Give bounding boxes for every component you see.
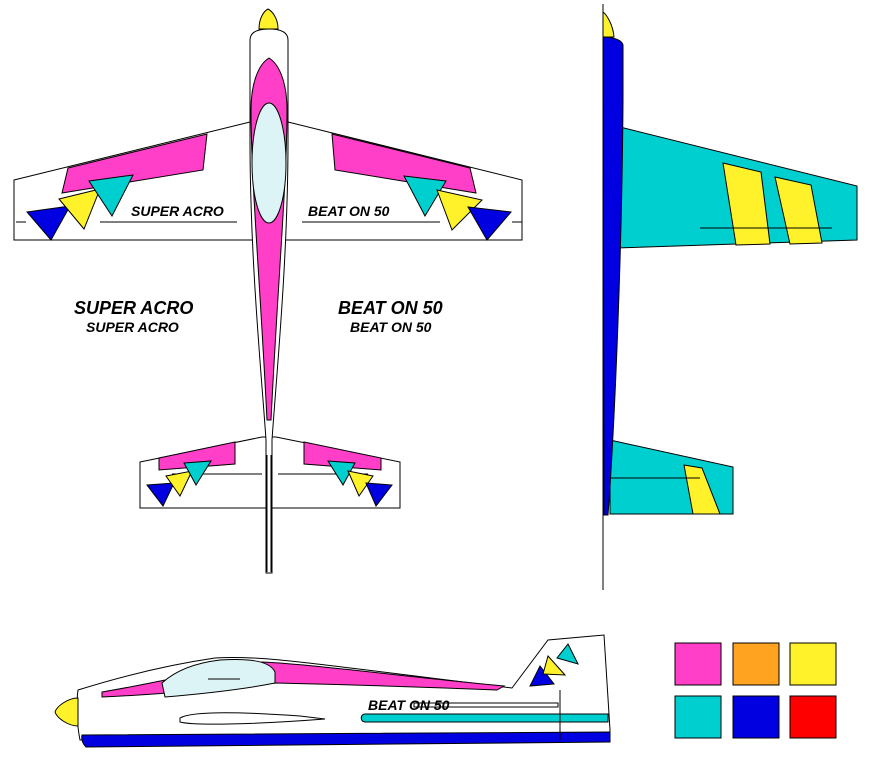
right-wing-yellow-triangle: [436, 189, 483, 231]
right-wing-magenta-band: [331, 133, 477, 194]
swatch-red: [789, 695, 837, 739]
top-wing-right-label: BEAT ON 50: [308, 203, 390, 219]
underside-wing-yellow-stripe-2: [774, 176, 823, 245]
underside-fuselage-blue: [602, 36, 624, 516]
left-stab-cyan-triangle: [183, 460, 212, 486]
top-view-spinner: [258, 8, 279, 30]
left-wing-magenta-band: [61, 133, 208, 194]
swatch-orange: [732, 642, 780, 686]
right-wing-blue-triangle: [467, 206, 512, 241]
top-view-canopy: [251, 102, 287, 224]
left-stab-blue-triangle: [146, 482, 175, 507]
side-view-wing-airfoil: [179, 712, 326, 725]
small-super-acro-label: SUPER ACRO: [86, 319, 179, 335]
swatch-magenta: [674, 642, 722, 686]
big-super-acro-label: SUPER ACRO: [74, 298, 193, 318]
left-stab-magenta-band: [158, 441, 236, 471]
side-view-cyan-stripe: [360, 713, 609, 723]
right-wing-cyan-triangle: [403, 175, 447, 218]
right-stab-magenta-band: [303, 441, 382, 471]
left-stab-yellow-triangle: [165, 470, 193, 497]
side-view-blue-triangle: [529, 665, 555, 687]
side-view-yellow-triangle: [542, 654, 567, 676]
side-fuselage-label: BEAT ON 50: [368, 697, 450, 713]
side-view-stabilizer: [413, 702, 559, 708]
swatch-blue: [732, 695, 780, 739]
swatch-yellow: [789, 642, 837, 686]
top-view: [13, 8, 523, 574]
side-view-blue-belly: [81, 731, 611, 748]
right-stab-blue-triangle: [365, 482, 393, 507]
underside-stab-yellow-stripe: [683, 464, 721, 515]
underside-view: [602, 4, 858, 590]
side-view: [54, 634, 611, 748]
swatch-cyan: [674, 695, 722, 739]
underside-spinner: [602, 11, 615, 38]
big-beat-on-50-label: BEAT ON 50: [338, 298, 443, 318]
left-wing-yellow-triangle: [58, 188, 101, 230]
left-wing-blue-triangle: [26, 205, 71, 241]
left-wing-cyan-triangle: [88, 174, 134, 217]
right-stab-yellow-triangle: [347, 470, 374, 498]
underside-wing-yellow-stripe-1: [722, 162, 771, 246]
side-view-cyan-triangle: [556, 643, 579, 665]
color-swatch-palette: [674, 642, 837, 739]
side-view-canopy: [161, 658, 276, 698]
side-view-spinner: [54, 697, 79, 727]
top-wing-left-label: SUPER ACRO: [131, 203, 224, 219]
small-beat-on-50-label: BEAT ON 50: [350, 319, 432, 335]
